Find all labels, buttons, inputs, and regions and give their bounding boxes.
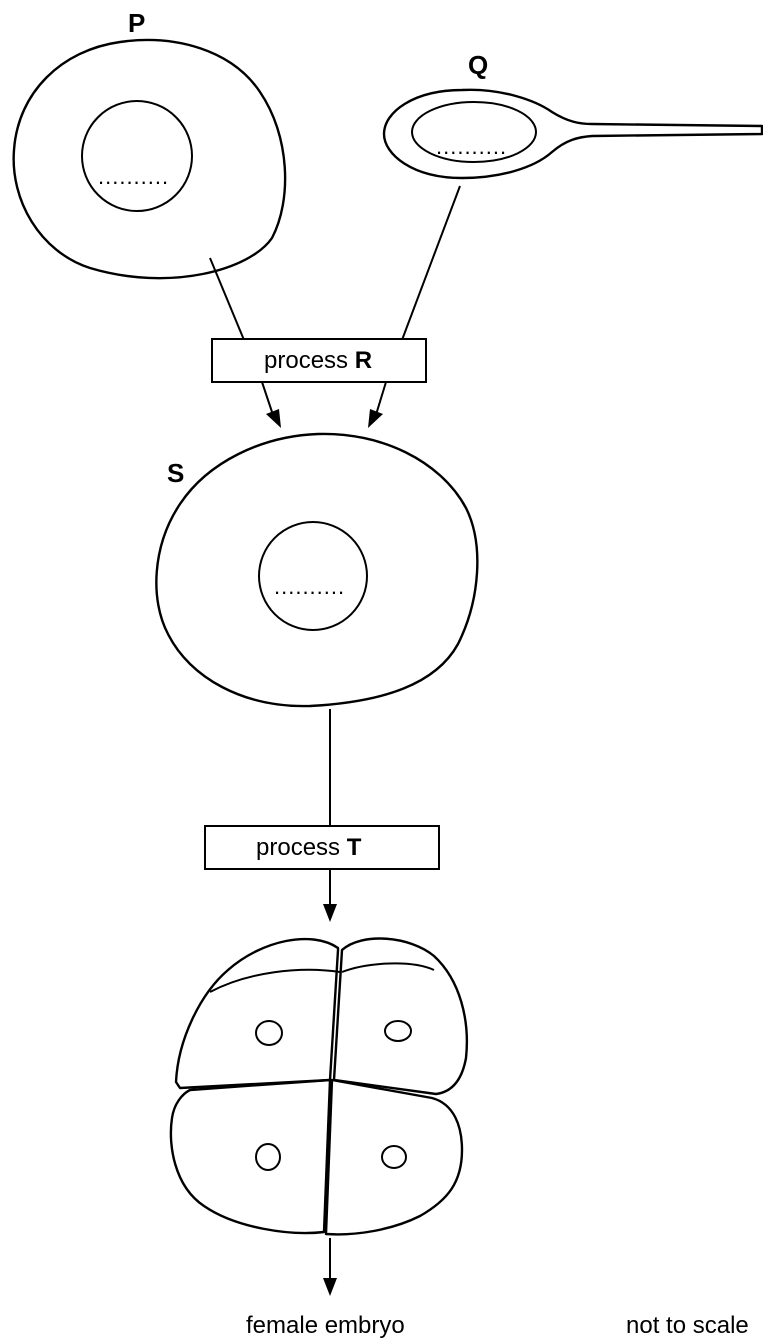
connector-q-to-r [401,185,461,341]
process-r-box [211,338,427,383]
embryo-cell-top-left [174,937,340,1090]
arrow-r-to-s-right-head [368,409,383,428]
label-q: Q [468,50,489,80]
process-t-box [204,825,440,870]
arrow-t-to-embryo-head [323,904,337,922]
nucleus-s-placeholder: .......... [274,574,346,599]
process-r-label: process R [264,349,372,373]
result-label: female embryo [246,1312,405,1339]
embryo-cell-top-right [332,937,468,1096]
connector-p-to-r [209,257,245,341]
cell-p-nucleus [81,100,193,212]
label-s: S [167,458,185,488]
arrow-embryo-to-label-head [323,1278,337,1296]
scale-note: not to scale [626,1312,749,1339]
process-t-letter: T [346,834,362,861]
four-cell-embryo [169,937,468,1236]
nucleus-p-placeholder: .......... [98,164,170,189]
embryo-cell-top-left-rim [209,968,341,993]
embryo-cell-top-right-rim [341,962,435,973]
process-t-label: process T [256,836,361,860]
embryo-nucleus-2 [384,1020,412,1042]
process-r-word: process [264,347,349,374]
process-r-letter: R [354,347,373,374]
embryo-nucleus-1 [255,1020,283,1046]
embryo-cell-bottom-right [324,1078,464,1236]
embryo-nucleus-4 [381,1145,407,1169]
process-t-word: process [256,834,341,861]
cell-s-nucleus [258,521,368,631]
embryo-cell-bottom-left [169,1078,332,1235]
cell-q-nucleus [411,101,537,163]
label-p: P [128,8,146,38]
arrow-r-to-s-left-head [266,409,281,428]
cell-p-outline [12,38,287,280]
nucleus-q-placeholder: .......... [436,134,508,159]
embryo-nucleus-3 [255,1143,281,1171]
cell-s-outline [155,432,479,708]
cell-q-head [382,88,763,180]
